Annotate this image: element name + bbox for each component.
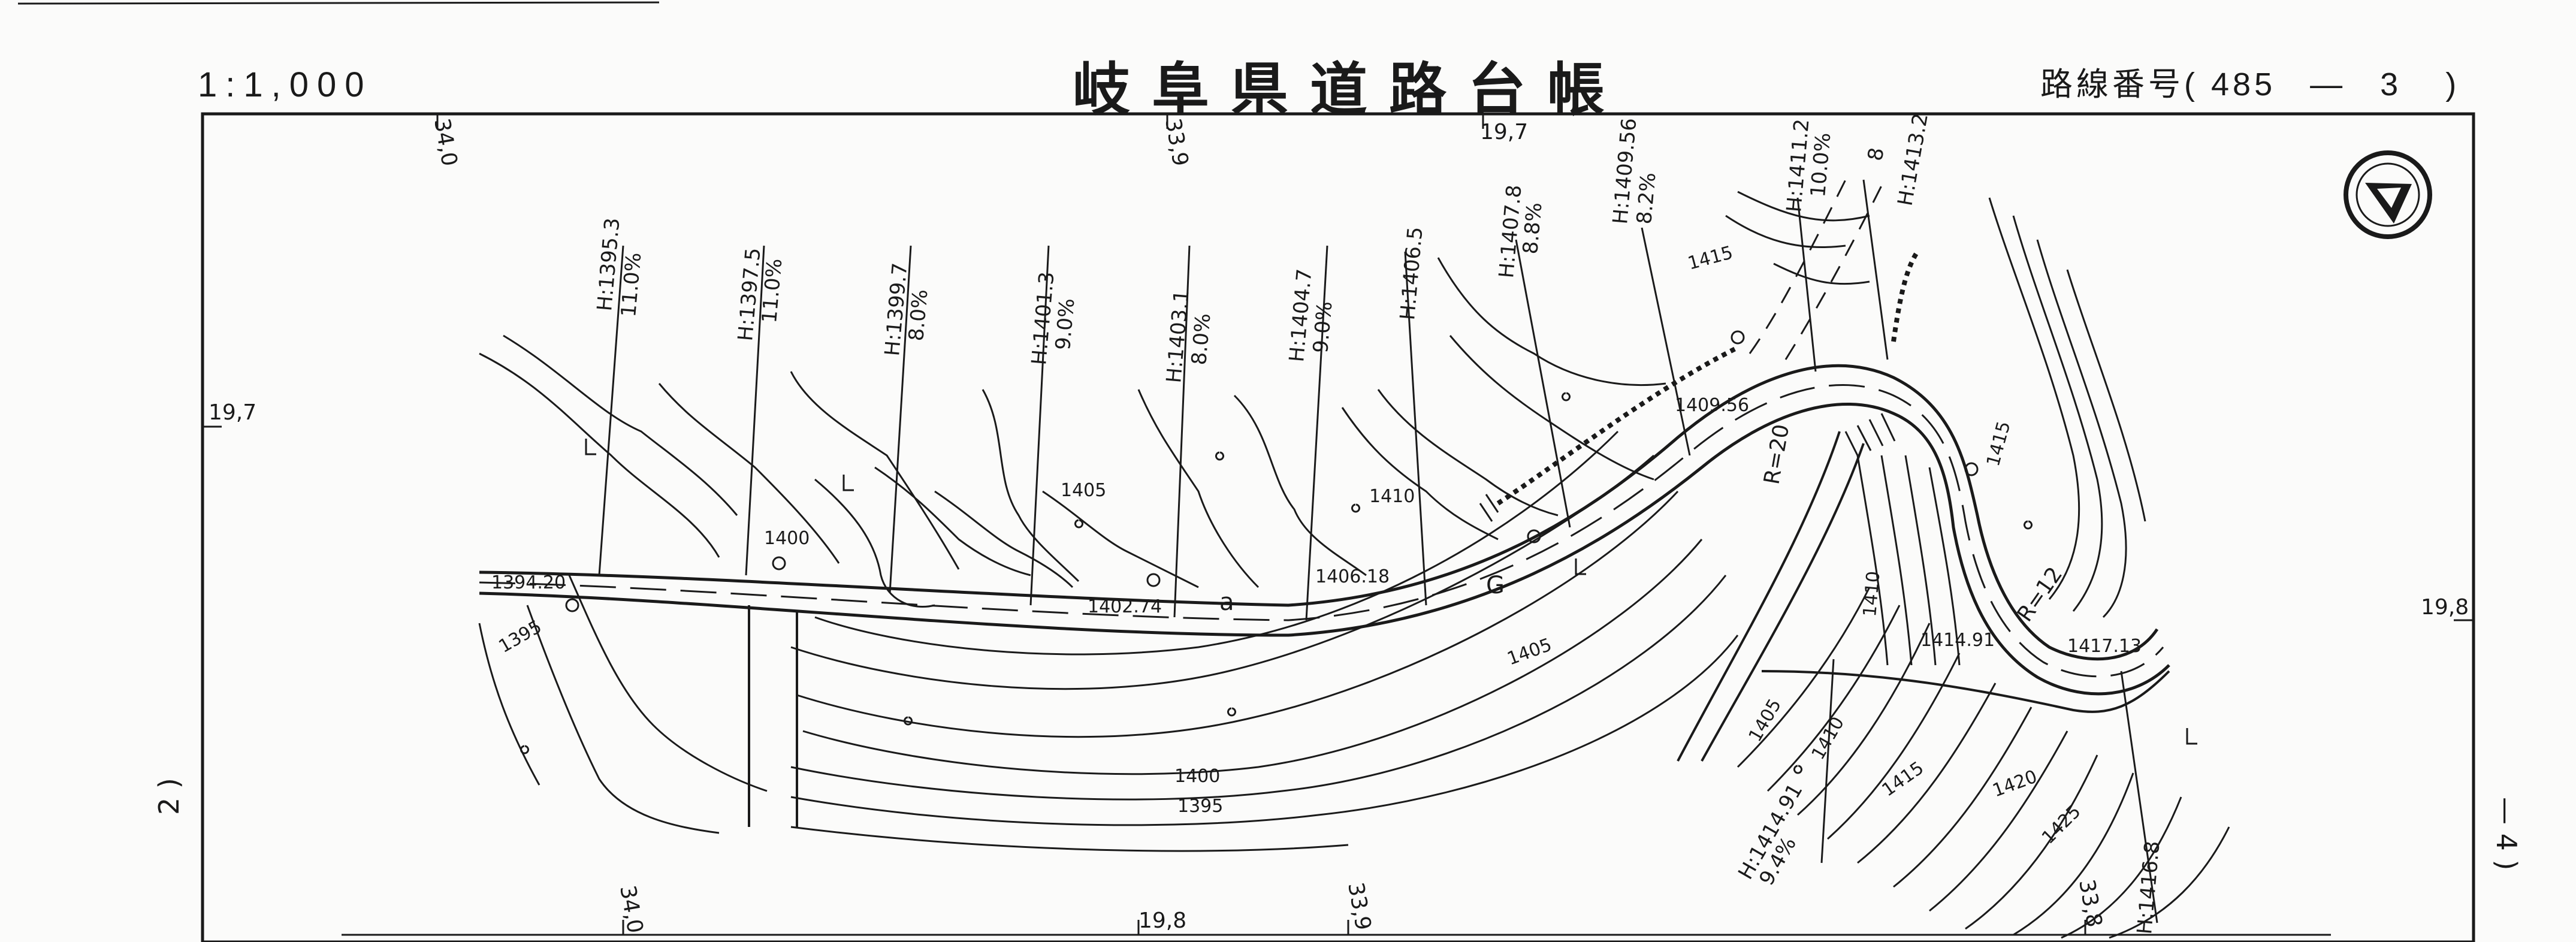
north-arrow-icon — [2344, 150, 2432, 239]
map-symbol: a — [1219, 588, 1234, 616]
profile-grade: 8.0% — [1187, 312, 1215, 366]
contour-label: 1410 — [1808, 713, 1849, 763]
road-centerline — [479, 384, 2164, 678]
route-number: 路線番号( 485 — 3 ) — [2040, 58, 2460, 105]
grid-label: 34,0 — [429, 116, 461, 168]
profile-grade: 8 — [1863, 146, 1889, 162]
section-lines — [598, 179, 2158, 923]
grid-label: 33,8 — [2074, 877, 2106, 929]
route-dash: — — [2310, 67, 2347, 102]
contour-label: 1415 — [1686, 242, 1735, 274]
contour-label: 1415 — [1983, 419, 2015, 469]
retaining-wall — [1496, 345, 1739, 506]
survey-point-icon — [1731, 330, 1745, 345]
route-sub-number: 3 — [2380, 67, 2402, 102]
cross-road — [748, 605, 798, 827]
profile-elevation: H:1416.8 — [2133, 840, 2164, 935]
profile-grade: 8.2% — [1632, 171, 1660, 225]
spot-height: 1394.20 — [491, 572, 566, 593]
contour-lines — [478, 191, 2230, 939]
curve-radius: R=20 — [1759, 422, 1794, 487]
route-close: ) — [2445, 67, 2460, 102]
survey-point-icon — [1527, 529, 1541, 544]
spot-height: 1406.18 — [1315, 566, 1390, 587]
grid-ticks — [203, 114, 2474, 935]
map-symbol-group: a G — [1219, 572, 1505, 616]
map-symbol: G — [1486, 572, 1505, 599]
profile-grade: 11.0% — [757, 258, 787, 324]
wasteland-icon — [585, 439, 2197, 745]
farm-road — [1761, 670, 2170, 713]
grid-label: 33,9 — [1160, 116, 1192, 168]
contour-label: 1405 — [1061, 480, 1106, 501]
side-road-2 — [1701, 443, 1865, 762]
contour-label: 1425 — [2038, 801, 2085, 849]
contour-label: 1415 — [1879, 757, 1928, 801]
slope-hatching — [1479, 413, 1896, 522]
profile-grade: 10.0% — [1806, 132, 1835, 198]
top-edge-line — [17, 1, 660, 5]
profile-grade: 11.0% — [617, 252, 646, 318]
profile-elevation: H:1413.2 — [1893, 111, 1932, 208]
contour-label: 1400 — [764, 528, 810, 549]
profile-grade: 8.8% — [1518, 201, 1547, 255]
contour-label: 1405 — [1505, 635, 1555, 670]
spot-height: 1414.91 — [1920, 630, 1995, 651]
curve-radii: R=20 R=12 — [1759, 422, 2067, 626]
grid-label: 19,8 — [1138, 908, 1186, 933]
field-icon — [520, 392, 2033, 774]
route-main-number: 485 — [2211, 67, 2276, 102]
spot-heights: 1394.20 1402.74 1406.18 1409.56 1414.91 … — [491, 395, 2142, 657]
contour-label: 1400 — [1174, 766, 1220, 787]
contour-label: 1395 — [1177, 796, 1223, 817]
side-road — [1677, 431, 1841, 762]
map-marks — [520, 330, 2197, 774]
road-edge-south — [479, 403, 2170, 696]
contour-label: 1395 — [496, 616, 546, 657]
survey-point-icon — [772, 556, 786, 570]
dashed-path — [1748, 179, 1847, 354]
road-edge-north — [479, 364, 2159, 661]
road-alignment — [479, 179, 2170, 827]
contour-label: 1410 — [1369, 486, 1415, 507]
profile-elevation: H:1406.5 — [1396, 226, 1427, 321]
profile-grade: 9.0% — [1051, 297, 1079, 351]
spot-height: 1402.74 — [1088, 596, 1162, 617]
sheet-header: 1:1,000 岐阜県道路台帳 路線番号( 485 — 3 ) — [0, 0, 2576, 123]
map-frame — [201, 112, 2475, 942]
dashed-path-2 — [1784, 185, 1883, 360]
survey-point-icon — [1964, 462, 1979, 476]
profile-grade: 9.0% — [1309, 300, 1337, 354]
contour-label: 1405 — [1745, 695, 1786, 745]
contour-label: 1420 — [1990, 766, 2040, 802]
scale-label: 1:1,000 — [198, 65, 373, 104]
spot-height: 1417.13 — [2067, 636, 2142, 657]
grid-label: 34,0 — [615, 883, 647, 935]
profile-grade: 8.0% — [904, 288, 932, 342]
route-label: 路線番号( — [2040, 67, 2198, 102]
grid-label: 19,8 — [2421, 595, 2469, 620]
grid-label: 19,7 — [209, 400, 256, 425]
sheet-title: 岐阜県道路台帳 — [1073, 56, 1626, 123]
survey-point-icon — [565, 598, 579, 612]
survey-point-icon — [1146, 573, 1161, 587]
profile-labels: H:1395.3 11.0% H:1397.5 11.0% H:1399.7 8… — [593, 111, 2164, 935]
curve-radius: R=12 — [2013, 563, 2068, 626]
grid-label: 19,7 — [1480, 120, 1528, 144]
contour-label: 1410 — [1859, 570, 1885, 618]
retaining-wall-2 — [1891, 250, 1920, 342]
spot-height: 1409.56 — [1675, 395, 1749, 416]
